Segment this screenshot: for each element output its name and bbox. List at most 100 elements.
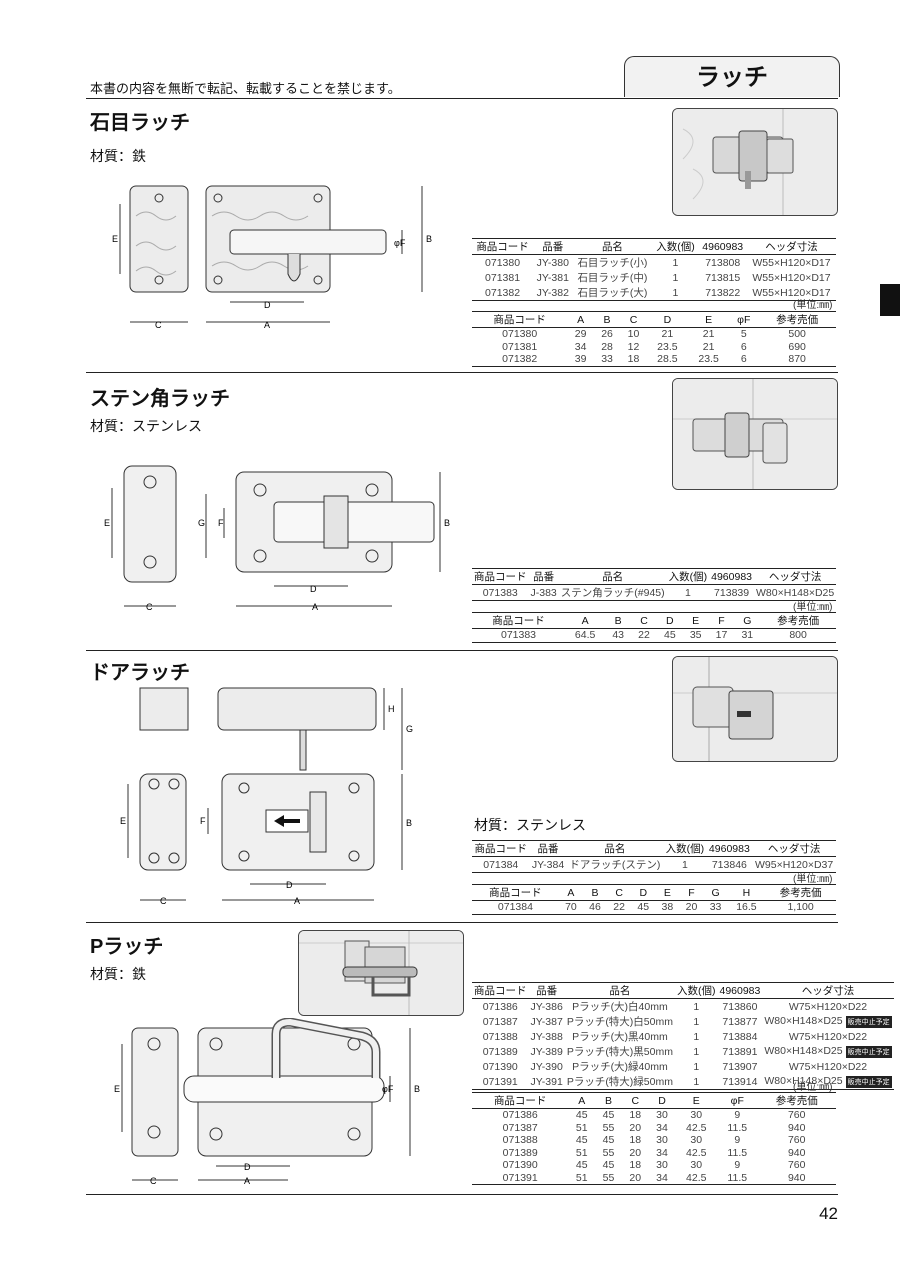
header-rule	[86, 98, 838, 99]
table-cell: 1	[652, 285, 699, 301]
table-cell: 31	[734, 628, 761, 643]
table-cell: 071390	[502, 1159, 538, 1172]
dim-label-b: B	[426, 234, 432, 244]
section-title: 石目ラッチ	[90, 112, 190, 134]
table-cell: JY-391	[528, 1074, 565, 1090]
table-cell: 70	[558, 900, 583, 915]
table-cell: 071382	[472, 353, 568, 367]
table-cell: 071388	[482, 1030, 518, 1043]
header-cell: 品番	[529, 840, 567, 857]
table-cell: 071383	[472, 628, 566, 643]
dim-label-c: C	[160, 896, 167, 906]
table-cell: JY-386	[530, 1000, 563, 1013]
dim-label-d: D	[244, 1162, 251, 1172]
table-cell: JY-381	[536, 271, 569, 284]
table-cell: 30	[656, 1134, 668, 1147]
table-cell: 26	[601, 328, 613, 341]
dim-label-f: F	[200, 816, 206, 826]
header-cell: 4960983	[706, 840, 753, 857]
header-cell: 品名	[564, 982, 675, 999]
header-cell: 参考売価	[760, 612, 836, 629]
section-title: ステン角ラッチ	[90, 388, 230, 410]
header-cell: A	[567, 311, 594, 328]
product-photo	[672, 656, 838, 762]
product-photo	[672, 378, 838, 490]
header-cell: D	[646, 311, 688, 328]
table-cell: 石目ラッチ(大)	[572, 285, 653, 301]
table-cell: 5	[740, 328, 747, 341]
unit-label: (単位:㎜)	[793, 300, 833, 311]
table-cell: JY-388	[530, 1030, 563, 1043]
dimension-drawing: C A D E φF B	[112, 185, 432, 330]
table-cell: 9	[734, 1109, 741, 1122]
header-cell: 入数(個)	[663, 840, 707, 857]
product-photo	[672, 108, 838, 216]
table-cell: Pラッチ(大)緑40mm	[572, 1061, 668, 1073]
category-tab: ラッチ	[624, 56, 840, 97]
table-cell: 713808	[705, 256, 741, 269]
unit-label: (単位:㎜)	[793, 602, 833, 613]
table-cell: 1	[693, 1015, 700, 1028]
table-cell: 12	[627, 340, 640, 353]
header-cell: 品名	[558, 568, 667, 585]
material-label: 材質：鉄	[90, 148, 146, 164]
material-label: 材質：ステンレス	[90, 418, 202, 434]
dim-label-h: H	[388, 704, 395, 714]
table-cell: 45	[575, 1134, 588, 1147]
dim-label-c: C	[155, 320, 162, 330]
header-cell: ヘッダ寸法	[762, 982, 894, 999]
table-cell: 22	[631, 628, 657, 643]
dim-label-d: D	[286, 880, 293, 890]
table-cell: 071386	[502, 1109, 538, 1122]
header-cell: 商品コード	[472, 884, 559, 901]
table-cell: 940	[787, 1121, 806, 1134]
table-cell: 713907	[722, 1060, 758, 1073]
table-cell: Pラッチ(特大)黒50mm	[566, 1046, 673, 1058]
table-cell: 23.5	[657, 340, 678, 353]
discontinued-badge: 販売中止予定	[845, 1015, 892, 1028]
header-cell: 商品コード	[472, 840, 530, 857]
dim-label-g: G	[406, 724, 413, 734]
header-size: W80×H148×D25	[764, 1045, 843, 1058]
table-cell: 760	[787, 1134, 806, 1147]
table-cell: Pラッチ(大)黒40mm	[572, 1031, 668, 1043]
header-size: W80×H148×D25	[764, 1015, 843, 1028]
footer-rule	[86, 1194, 838, 1195]
header-cell: 商品コード	[472, 568, 529, 585]
dim-label-c: C	[146, 602, 153, 612]
header-cell: ヘッダ寸法	[754, 568, 837, 585]
table-cell: 713822	[698, 285, 747, 301]
table-cell: 713846	[706, 856, 753, 873]
dim-label-e: E	[104, 518, 110, 528]
table-cell: W80×H148×D25	[754, 584, 837, 601]
table-cell: 34	[574, 340, 587, 353]
side-index-marker	[880, 284, 900, 316]
table-cell: 20	[629, 1121, 642, 1134]
dim-label-a: A	[312, 602, 318, 612]
table-cell: 1	[693, 1045, 700, 1058]
table-cell: 9	[734, 1159, 741, 1172]
section-divider	[86, 922, 838, 923]
table-cell: 713884	[722, 1030, 758, 1043]
header-cell: 入数(個)	[666, 568, 710, 585]
